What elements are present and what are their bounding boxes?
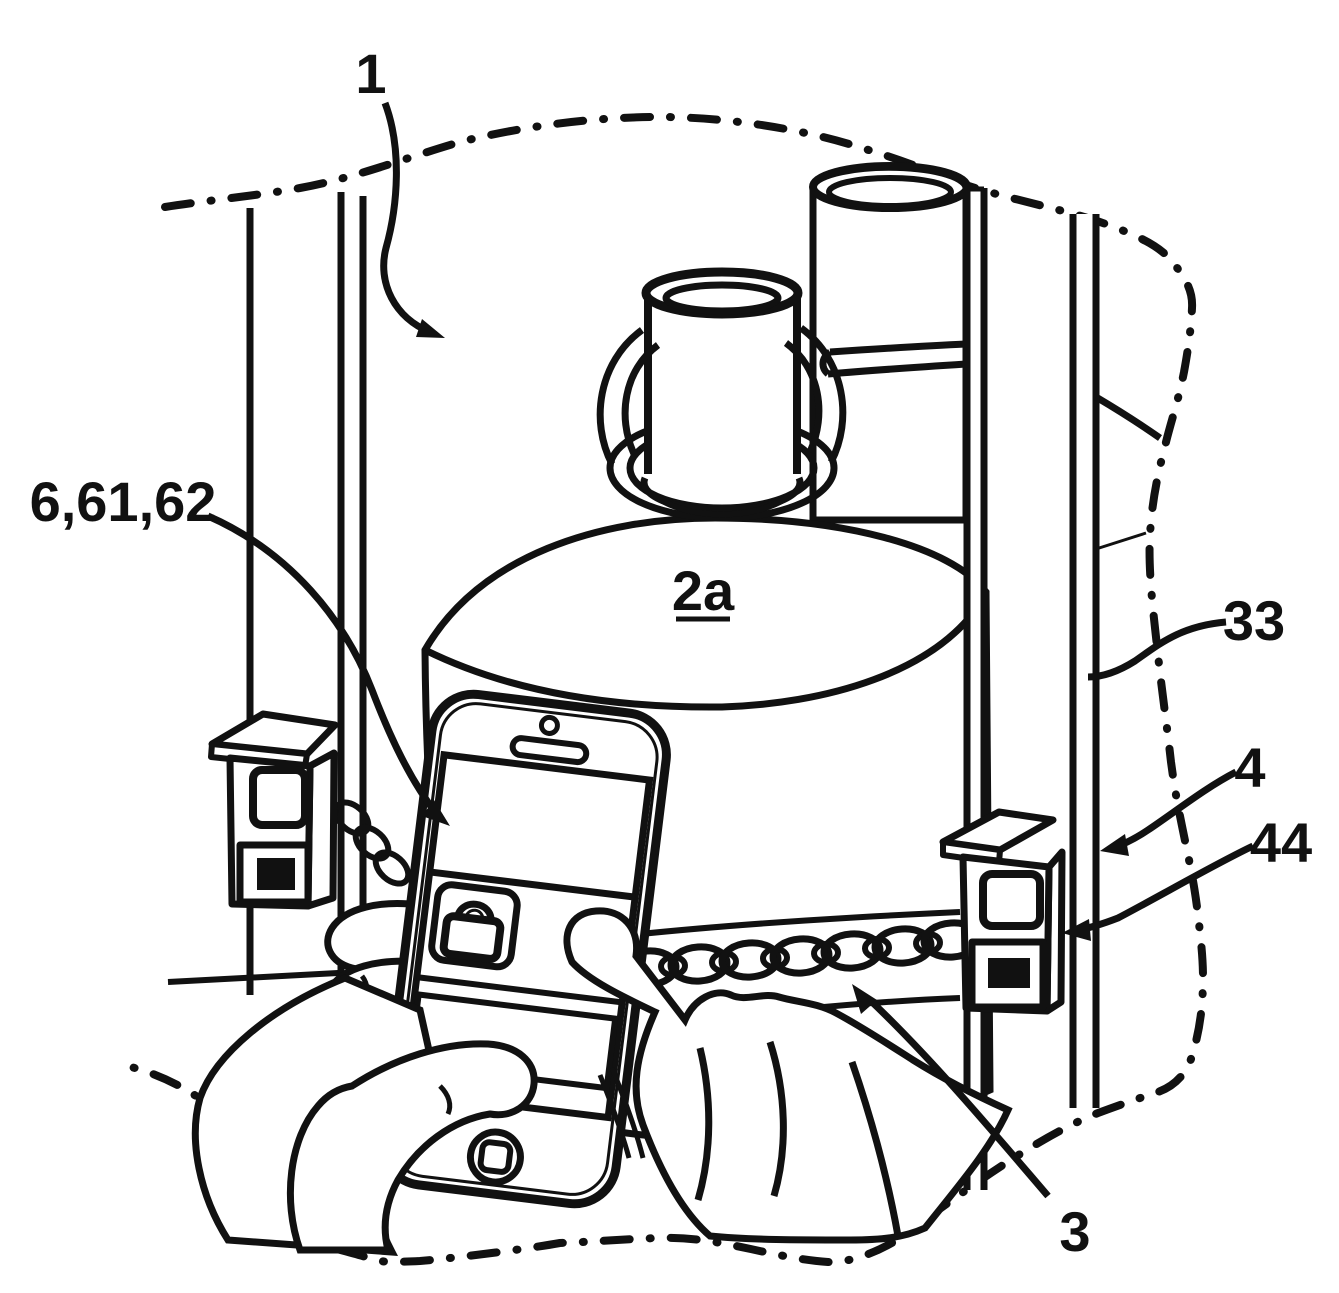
cylinder-neck: [641, 267, 803, 474]
arrowhead: [422, 800, 450, 826]
leader-33: [1087, 618, 1227, 681]
ref-label-33: 33: [1223, 589, 1285, 652]
reader-window: [979, 870, 1044, 930]
leader-6-61-62: [206, 512, 441, 819]
padlock-icon: [439, 900, 505, 963]
camera-icon: [538, 714, 560, 736]
ref-label-2a: 2a: [672, 559, 735, 622]
leader-44: [1073, 842, 1255, 935]
guard-handle-loops: [596, 325, 847, 466]
lock-box-right: [939, 808, 1066, 1015]
ref-label-3: 3: [1059, 1200, 1090, 1263]
reader-window: [249, 766, 309, 829]
ref-label-1: 1: [355, 42, 386, 105]
leader-4: [1110, 768, 1238, 852]
chain-left-segment: [332, 799, 412, 887]
reference-labels: 1 6,61,62 2a 33 4 44 3: [30, 42, 1313, 1263]
left-hand-thumb-arm: [191, 974, 538, 1256]
leader-1: [380, 101, 432, 336]
leader-3: [869, 999, 1051, 1199]
rear-gas-cylinder: [809, 162, 971, 524]
chain: [332, 799, 984, 989]
code-display: [988, 958, 1030, 988]
arrowhead: [1100, 834, 1129, 856]
ref-label-44: 44: [1250, 811, 1312, 874]
ref-label-6-61-62: 6,61,62: [30, 470, 217, 533]
rear-cylinder-rim: [826, 175, 954, 209]
right-hand: [563, 907, 1013, 1244]
phantom-boundary-line: [114, 112, 1208, 1267]
arrowhead: [416, 319, 445, 338]
neck-collar: [640, 476, 804, 514]
arrowhead: [852, 984, 877, 1014]
rack-base-edge: [167, 970, 339, 985]
rack-rail-inner: [963, 186, 988, 1190]
rack-cross-brace: [1094, 393, 1163, 441]
home-button-icon: [466, 1128, 524, 1186]
rack-post-left: [167, 192, 367, 1100]
ref-label-4: 4: [1234, 736, 1265, 799]
speaker-icon: [509, 735, 590, 766]
rack-rail-outer: [1069, 214, 1100, 1108]
arrowhead: [1062, 919, 1091, 941]
code-display: [257, 858, 295, 890]
cylinder-shoulder-seam: [423, 592, 990, 711]
lock-box-left: [208, 710, 339, 910]
